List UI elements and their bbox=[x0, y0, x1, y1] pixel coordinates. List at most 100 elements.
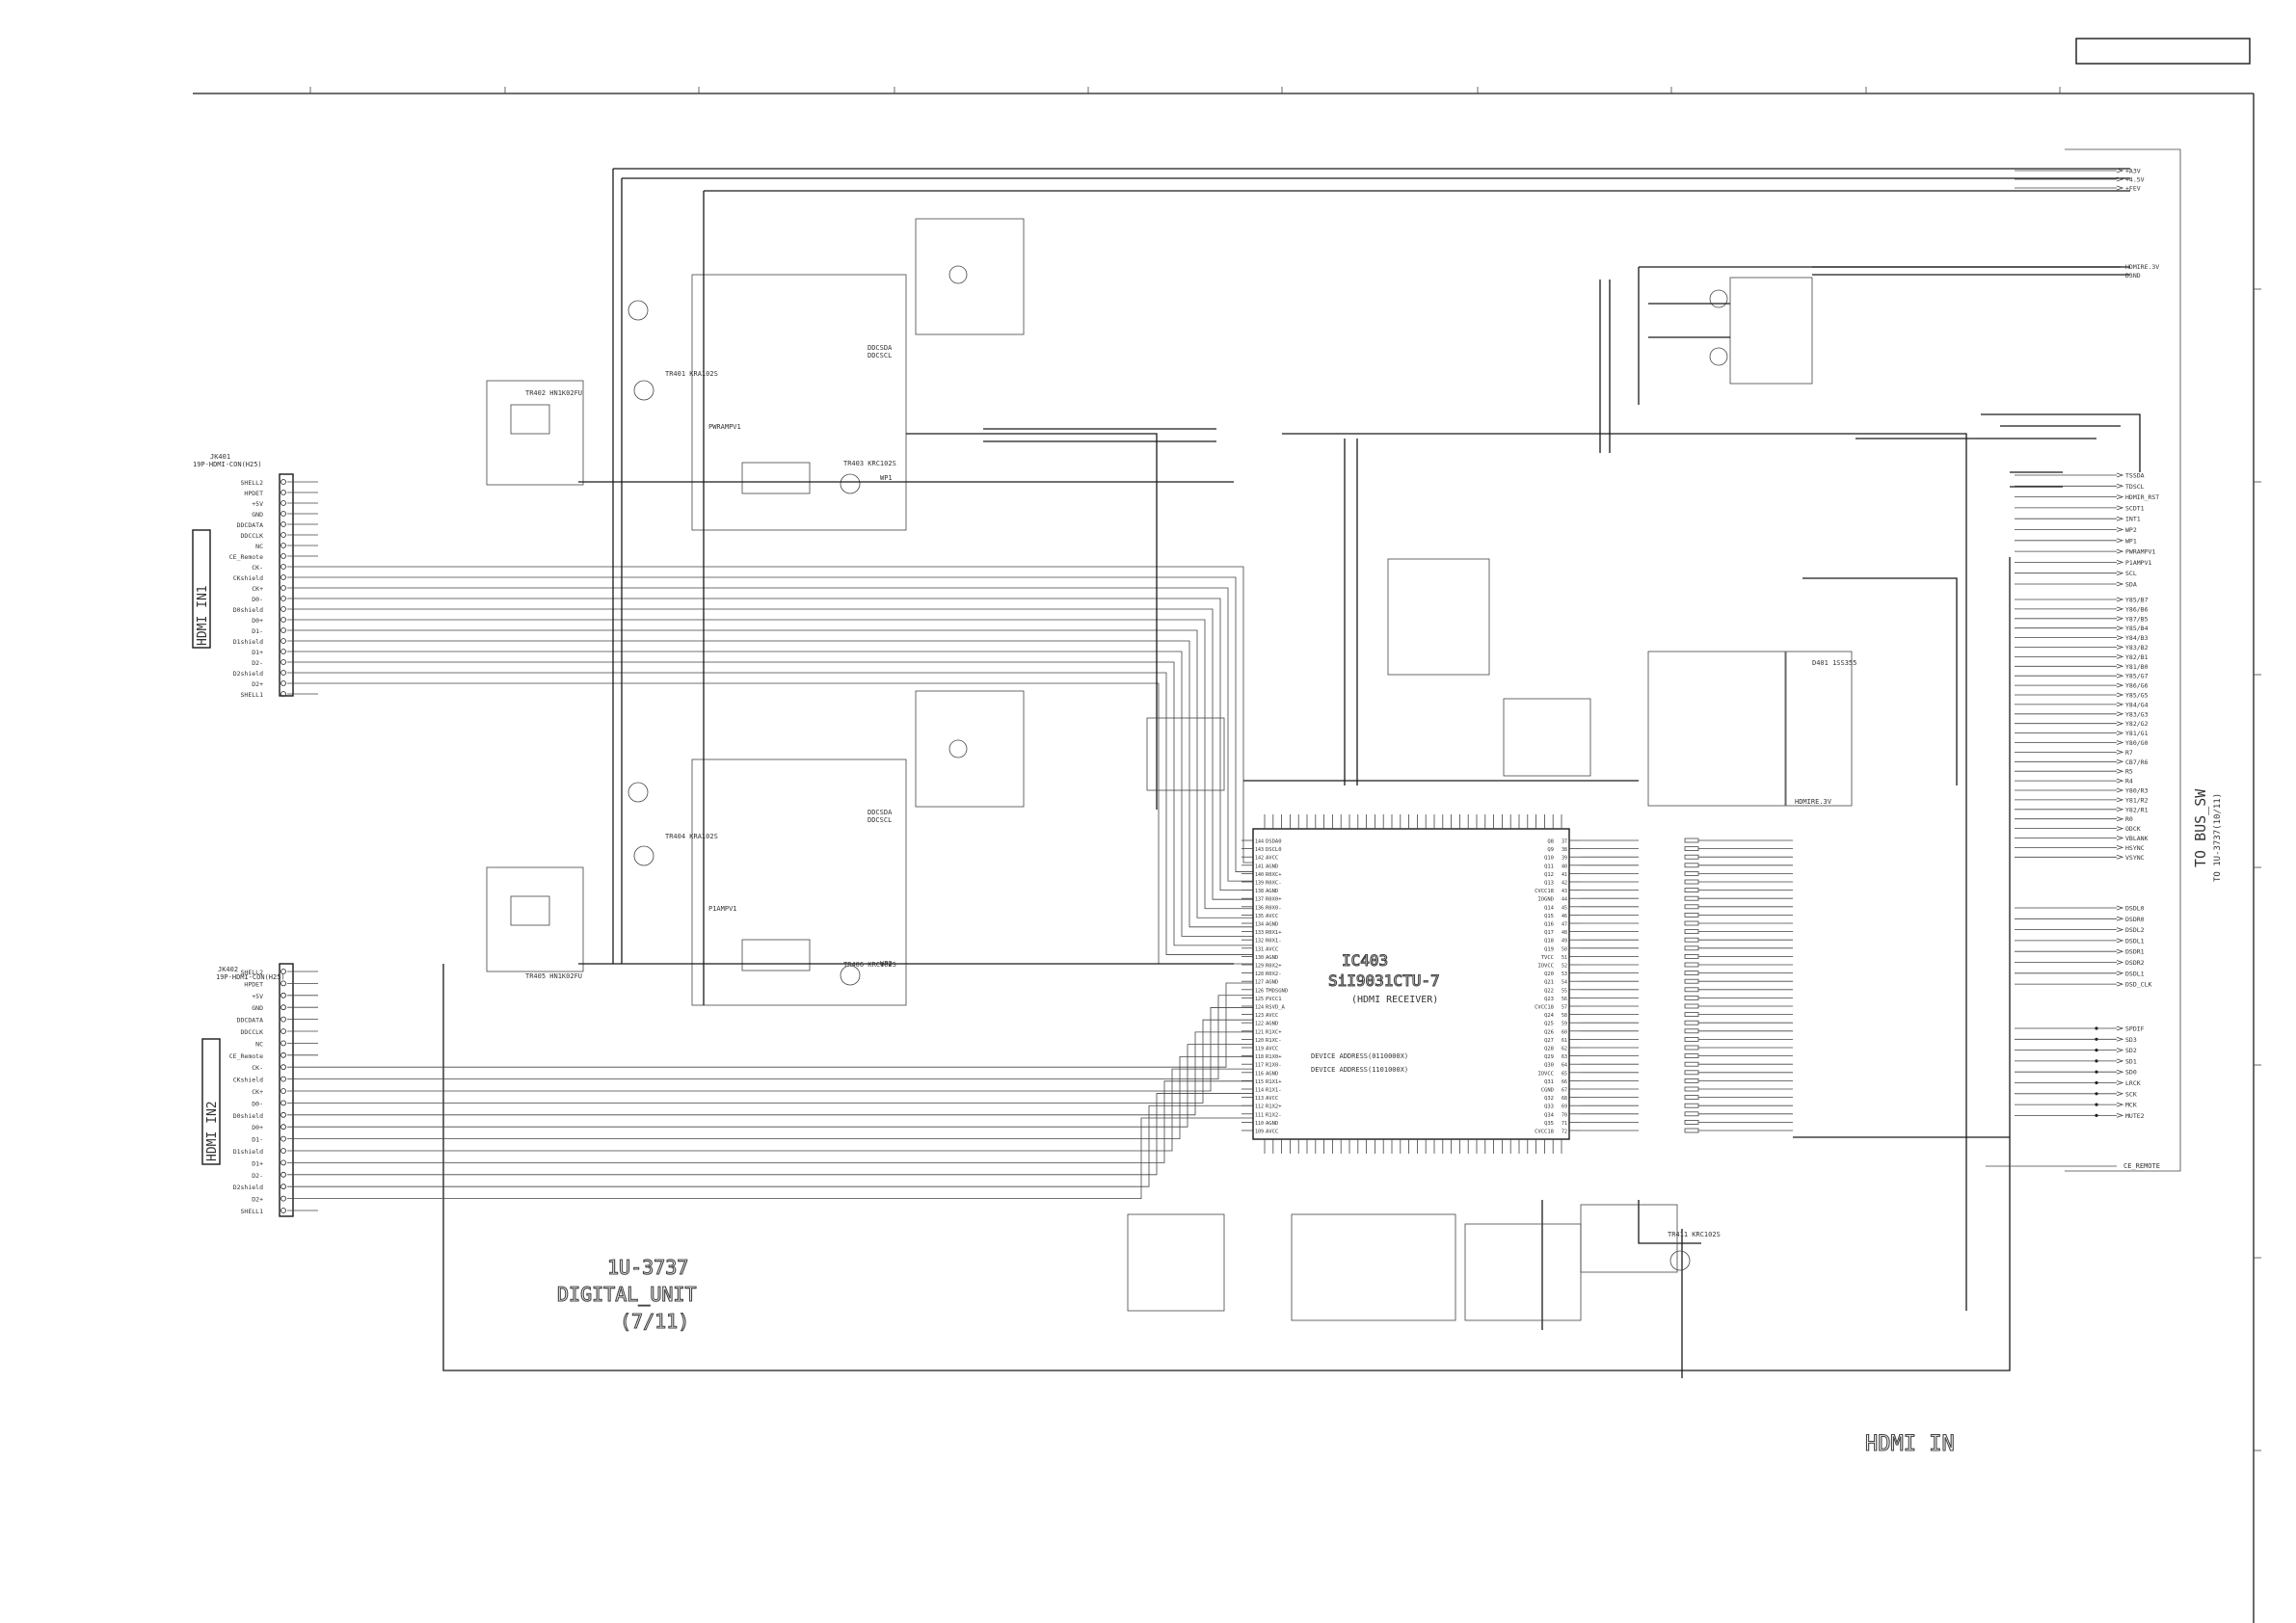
connector-pin bbox=[280, 585, 286, 591]
bus-signal-label: R7 bbox=[2125, 749, 2133, 757]
series-resistor bbox=[1684, 1003, 1699, 1009]
connector-pin-label: SHELL1 bbox=[241, 1208, 264, 1215]
connector-pin bbox=[280, 1171, 286, 1178]
bus-arrow bbox=[2116, 1058, 2124, 1064]
connector-pin bbox=[280, 1124, 286, 1131]
series-resistor bbox=[1684, 1078, 1699, 1083]
bus-arrow bbox=[2116, 1025, 2124, 1031]
ic-pin-label: Q32 bbox=[1544, 1096, 1554, 1102]
connector-pin-label: CE_Remote bbox=[229, 1052, 263, 1060]
connector-pin-label: CK- bbox=[252, 564, 263, 572]
ic-pin-number: 39 bbox=[1562, 856, 1567, 862]
bus-junction bbox=[2095, 1092, 2098, 1096]
ic403-left-pins: DSDA0144DSCL0143AVCC142AGND141R0XC+140R0… bbox=[1241, 839, 1288, 1135]
connector-pin bbox=[280, 1159, 286, 1166]
bus-signal-label: Y86/G6 bbox=[2125, 682, 2149, 690]
ic-pin-number: 138 bbox=[1255, 889, 1264, 894]
ic-pin-number: 67 bbox=[1562, 1088, 1567, 1094]
series-resistor bbox=[1684, 978, 1699, 984]
hdmi-lane bbox=[287, 1104, 1253, 1187]
hdmi-lane bbox=[287, 1068, 1253, 1152]
bus-arrow bbox=[2116, 1036, 2124, 1042]
ic-pin-label: R0XC+ bbox=[1266, 872, 1282, 878]
ic-pin-number: 55 bbox=[1562, 988, 1567, 994]
bus-arrow bbox=[2116, 494, 2124, 499]
bus-arrow bbox=[2116, 516, 2124, 521]
bus-arrow bbox=[2116, 185, 2124, 191]
ic-pin-label: CVCC18 bbox=[1535, 1005, 1554, 1011]
ic-pin-number: 111 bbox=[1255, 1112, 1264, 1118]
bus-signal-label: Y85/G5 bbox=[2125, 692, 2149, 700]
ic-pin-number: 44 bbox=[1562, 897, 1567, 903]
bus-arrow bbox=[2116, 1102, 2124, 1107]
bus-arrow bbox=[2116, 721, 2124, 727]
ic-pin-label: TMDSGND bbox=[1266, 988, 1288, 994]
ic-pin-label: Q20 bbox=[1544, 971, 1554, 977]
hdmi-lane bbox=[287, 629, 1253, 918]
ic-pin-label: AVCC bbox=[1266, 856, 1278, 862]
section-power-switch bbox=[1638, 266, 2121, 405]
ddcsda-net1: DDCSDA bbox=[868, 344, 893, 352]
series-resistor bbox=[1684, 888, 1699, 892]
bus-signal-label: DSDR2 bbox=[2125, 959, 2145, 967]
connector-pin bbox=[280, 1195, 286, 1202]
ic-pin-label: AVCC bbox=[1266, 1047, 1278, 1052]
bus-signal-label: P1AMPV1 bbox=[2125, 559, 2151, 567]
connector-pin bbox=[280, 479, 286, 485]
ic-pin-label: CVCC18 bbox=[1535, 1130, 1554, 1135]
ic-pin-label: R0XC- bbox=[1266, 881, 1282, 887]
ic-pin-label: R0X0+ bbox=[1266, 897, 1282, 903]
series-resistor bbox=[1684, 1111, 1699, 1117]
hdmi-lane bbox=[287, 1055, 1253, 1139]
connector-pin-label: D2shield bbox=[233, 670, 263, 678]
bus-signal-label: SDA bbox=[2125, 581, 2137, 589]
bus-signal-label: SD1 bbox=[2125, 1057, 2137, 1065]
ic-pin-label: Q35 bbox=[1544, 1121, 1554, 1127]
series-resistor bbox=[1684, 1120, 1699, 1125]
bus-arrow bbox=[2116, 483, 2124, 489]
bus-arrow bbox=[2116, 768, 2124, 774]
ic-pin-number: 42 bbox=[1562, 881, 1567, 887]
bus-signal-label: ODCK bbox=[2125, 825, 2141, 833]
ic-pin-label: Q30 bbox=[1544, 1063, 1554, 1069]
connector-pin bbox=[280, 1064, 286, 1071]
bus-signal-label: SPDIF bbox=[2125, 1025, 2145, 1033]
ic403-function: (HDMI RECEIVER) bbox=[1351, 995, 1438, 1005]
ic-pin-label: R1X0- bbox=[1266, 1063, 1282, 1069]
connector-pin bbox=[280, 1028, 286, 1034]
bus-signal-label: WP2 bbox=[2125, 526, 2137, 534]
series-resistor bbox=[1684, 871, 1699, 876]
sheet-title: HDMI IN bbox=[1865, 1432, 1955, 1456]
hdmi-lane bbox=[287, 982, 1253, 1068]
bus-signal-label: Y85/G7 bbox=[2125, 673, 2149, 680]
ic-pin-number: 62 bbox=[1562, 1047, 1567, 1052]
bus-arrow bbox=[2116, 560, 2124, 565]
ic-pin-number: 60 bbox=[1562, 1029, 1567, 1035]
ic403-addr1: DEVICE ADDRESS(0110000X) bbox=[1311, 1052, 1408, 1060]
connector-pin bbox=[280, 691, 286, 697]
bus-arrow bbox=[2116, 981, 2124, 987]
ic-pin-label: Q25 bbox=[1544, 1022, 1554, 1027]
bus-signal-label: VSYNC bbox=[2125, 854, 2145, 862]
ic-pin-label: IOGND bbox=[1537, 897, 1554, 903]
ic-pin-number: 130 bbox=[1255, 955, 1264, 961]
tr402-label: TR402 HN1K02FU bbox=[525, 389, 582, 397]
ic-pin-number: 66 bbox=[1562, 1079, 1567, 1085]
ic-pin-label: Q29 bbox=[1544, 1054, 1554, 1060]
bus-signal-label: Y83/G3 bbox=[2125, 710, 2149, 718]
bus-signal-label: LRCK bbox=[2125, 1079, 2141, 1087]
connector-pin bbox=[280, 680, 286, 686]
bus-arrow bbox=[2116, 702, 2124, 707]
jk402-ref: JK402 bbox=[218, 966, 238, 973]
connector-pin bbox=[280, 1016, 286, 1023]
ic-pin-label: Q34 bbox=[1544, 1112, 1555, 1118]
ic-pin-number: 63 bbox=[1562, 1054, 1567, 1060]
connector-pin-label: CK- bbox=[252, 1064, 263, 1072]
ic-pin-number: 120 bbox=[1255, 1038, 1264, 1044]
ic-pin-label: AGND bbox=[1266, 922, 1278, 928]
ic-pin-number: 54 bbox=[1562, 980, 1567, 986]
hdmi-lane bbox=[287, 1080, 1253, 1163]
bus-signal-label: DSDL1 bbox=[2125, 970, 2145, 977]
connector-pin bbox=[280, 1100, 286, 1106]
bus-signal-label: SCDT1 bbox=[2125, 504, 2145, 512]
